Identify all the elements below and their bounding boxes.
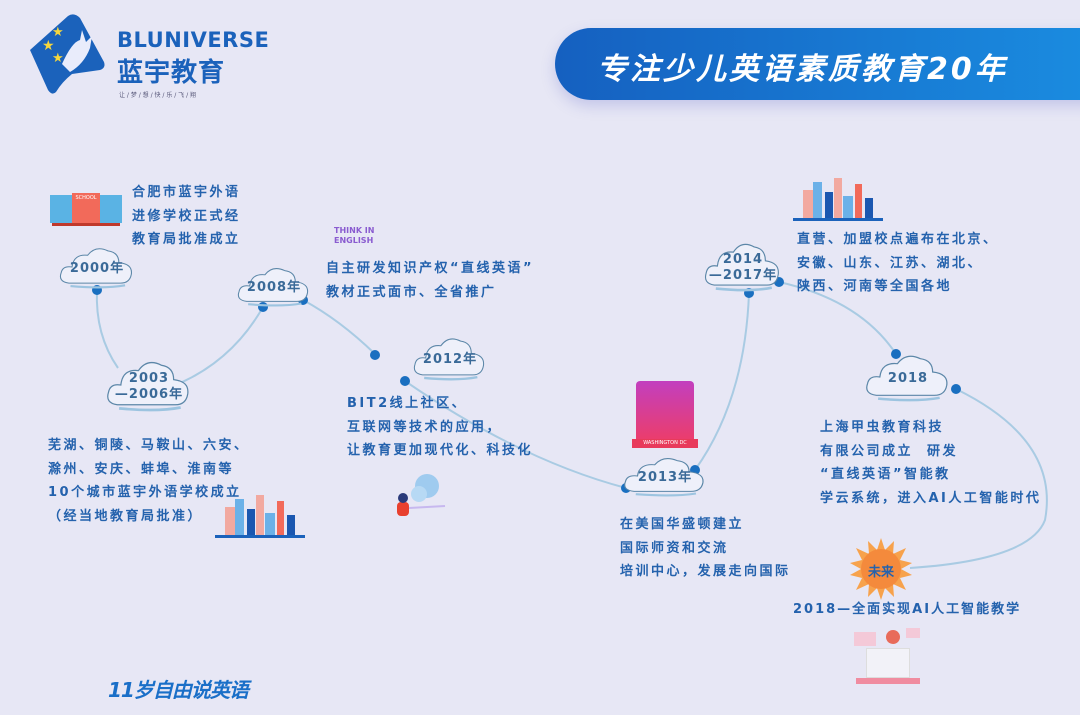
timeline-dot (891, 349, 901, 359)
milestone-2013-text: 在美国华盛顿建立 国际师资和交流 培训中心，发展走向国际 (620, 517, 791, 579)
cloud-year-badge: 2008年 (236, 265, 312, 307)
washington-illustration: WASHINGTON DC (632, 381, 698, 449)
timeline-segment (95, 289, 119, 369)
city-skyline-illustration (215, 495, 305, 538)
timeline-segment (778, 281, 897, 355)
timeline-dot (370, 350, 380, 360)
think-english-illustration: THINK IN ENGLISH (334, 226, 375, 245)
cloud-icon (624, 458, 704, 497)
timeline-segment (909, 388, 1048, 569)
washington-label: WASHINGTON DC (632, 439, 698, 448)
school-illustration: SCHOOL (50, 187, 122, 227)
city-skyline-illustration (793, 178, 883, 221)
school-sign: SCHOOL (75, 195, 97, 201)
timeline-segment (694, 292, 750, 471)
cloud-year-badge: 2000年 (58, 245, 136, 289)
cloud-icon (59, 248, 133, 289)
timeline-dot (400, 376, 410, 386)
flying-child-illustration (397, 474, 446, 516)
svg-text:★: ★ (52, 51, 64, 66)
cloud-icon (866, 355, 948, 402)
cloud-icon (107, 361, 189, 412)
sun-icon (850, 538, 912, 600)
cloud-year-badge: 2014 —2017年 (703, 240, 783, 292)
cloud-year-label: 2000年 (69, 261, 125, 276)
milestone-2008-text: 自主研发知识产权“直线英语” 教材正式面市、全省推广 (326, 261, 535, 300)
logo: ★★★ BLUNIVERSE 蓝宇教育 让 / 梦 / 想 / 快 / 乐 / … (22, 12, 272, 99)
milestone-2018-text: 上海甲虫教育科技 有限公司成立 研发 “直线英语”智能教 学云系统，进入AI人工… (820, 420, 1042, 506)
svg-text:★: ★ (52, 25, 64, 40)
milestone-2012-text: BIT2线上社区、 互联网等技术的应用， 让教育更加现代化、科技化 (347, 396, 534, 458)
cloud-year-label: 2018 (887, 371, 929, 386)
footer-slogan: 11岁自由说英语 (108, 678, 249, 702)
ai-teacher-illustration (850, 628, 922, 686)
future-sun: 未来 (850, 538, 912, 600)
milestone-2000-text: 合肥市蓝宇外语 进修学校正式经 教育局批准成立 (132, 185, 241, 247)
future-label: 未来 (867, 565, 894, 580)
milestone-2003-text: 芜湖、铜陵、马鞍山、六安、 滁州、安庆、蚌埠、淮南等 10个城市蓝宇外语学校成立… (48, 438, 250, 524)
cloud-year-label: 2012年 (422, 352, 478, 367)
title-banner: 专注少儿英语素质教育20年 (555, 28, 1080, 100)
logo-en: BLUNIVERSE (117, 28, 270, 52)
timeline-segment (302, 299, 376, 355)
cloud-icon (413, 338, 485, 381)
cloud-icon (704, 243, 779, 292)
cloud-year-badge: 2003 —2006年 (105, 358, 193, 412)
milestone-2014-text: 直营、加盟校点遍布在北京、 安徽、山东、江苏、湖北、 陕西、河南等全国各地 (797, 232, 999, 294)
cloud-year-label: 2013年 (637, 470, 693, 485)
timeline-dot (951, 384, 961, 394)
svg-text:★: ★ (42, 38, 55, 54)
cloud-year-label: 2003 —2006年 (114, 371, 184, 402)
logo-slogan: 让 / 梦 / 想 / 快 / 乐 / 飞 / 翔 (119, 92, 197, 99)
cloud-year-badge: 2013年 (622, 455, 708, 497)
logo-cn: 蓝宇教育 (117, 58, 226, 88)
cloud-year-badge: 2018 (864, 352, 952, 402)
cloud-year-label: 2008年 (246, 280, 302, 295)
milestone-future-text: 2018—全面实现AI人工智能教学 (793, 602, 1022, 617)
logo-hand-stars-icon: ★★★ (30, 14, 105, 94)
cloud-icon (237, 268, 309, 307)
cloud-year-label: 2014 —2017年 (708, 252, 778, 283)
timeline-segment (404, 380, 627, 489)
banner-title: 专注少儿英语素质教育20年 (597, 52, 1008, 87)
cloud-year-badge: 2012年 (412, 335, 488, 381)
